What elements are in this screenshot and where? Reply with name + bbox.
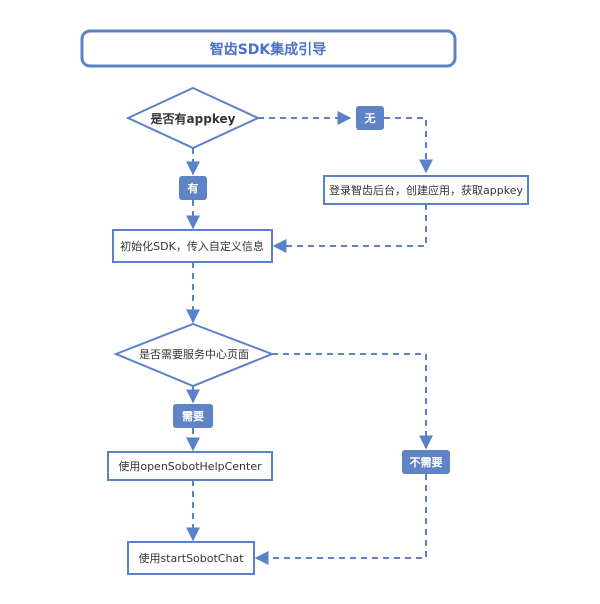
step-register-label: 登录智齿后台，创建应用，获取appkey <box>329 183 523 197</box>
tag-no-label: 无 <box>364 112 376 125</box>
connector-no-to-register <box>384 117 433 174</box>
connector-register-to-init <box>272 204 427 253</box>
tag-no-need <box>402 450 450 474</box>
title-text: 智齿SDK集成引导 <box>209 41 327 58</box>
tag-no-need-label: 不需要 <box>410 456 443 469</box>
tag-no <box>356 106 384 130</box>
step-init-label: 初始化SDK，传入自定义信息 <box>120 239 264 253</box>
step-init-box <box>112 229 273 263</box>
step-help-center-box <box>107 451 273 481</box>
tag-yes-label: 有 <box>188 181 199 195</box>
connector-noneed-to-startchat <box>254 474 427 565</box>
decision-has-appkey-label: 是否有appkey <box>150 111 236 126</box>
step-register-box <box>323 175 529 205</box>
step-start-chat-label: 使用startSobotChat <box>138 552 244 565</box>
step-help-center-label: 使用openSobotHelpCenter <box>118 460 262 473</box>
tag-need-label: 需要 <box>182 410 204 423</box>
step-start-chat-box <box>127 541 255 575</box>
title-box <box>80 29 457 68</box>
decision-need-help-center-label: 是否需要服务中心页面 <box>139 348 249 361</box>
tag-need <box>173 404 213 428</box>
connector-decision2-to-noneed <box>272 353 433 450</box>
tag-yes <box>179 176 207 200</box>
decision-has-appkey <box>125 86 261 150</box>
decision-need-help-center <box>113 322 275 388</box>
